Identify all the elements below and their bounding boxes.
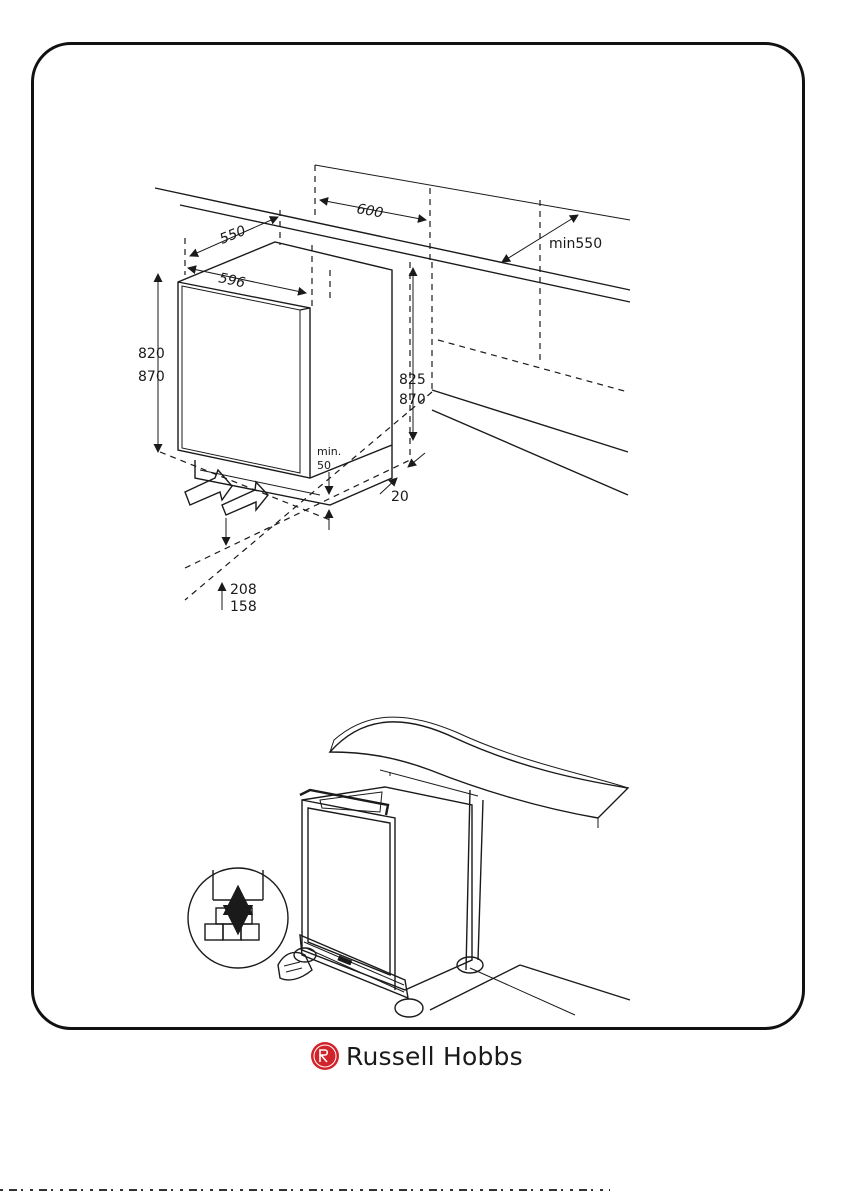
width-label: 596 — [217, 270, 247, 291]
brand-logo: Russell Hobbs — [310, 1038, 523, 1074]
dimension-drawing: 550 596 600 min550 820 870 825 870 min. … — [138, 165, 630, 615]
height-label-a: 820 — [138, 346, 165, 362]
gap-label: 20 — [391, 489, 409, 505]
niche-width-label: 600 — [355, 201, 384, 221]
brand-name: Russell Hobbs — [346, 1042, 523, 1071]
plinth-label-b: 158 — [230, 599, 257, 615]
niche-depth-label: min550 — [549, 236, 602, 252]
rh-seal-icon — [310, 1041, 340, 1071]
depth-label: 550 — [218, 223, 249, 248]
footer-strip — [0, 1186, 841, 1193]
niche-height-label-a: 825 — [399, 372, 426, 388]
vent-label-line1: min. — [317, 445, 341, 458]
height-label-b: 870 — [138, 369, 165, 385]
installation-illustration — [188, 717, 630, 1017]
plinth-label-a: 208 — [230, 582, 257, 598]
niche-height-label-b: 870 — [399, 392, 426, 408]
vent-label-line2: 50 — [317, 459, 331, 472]
